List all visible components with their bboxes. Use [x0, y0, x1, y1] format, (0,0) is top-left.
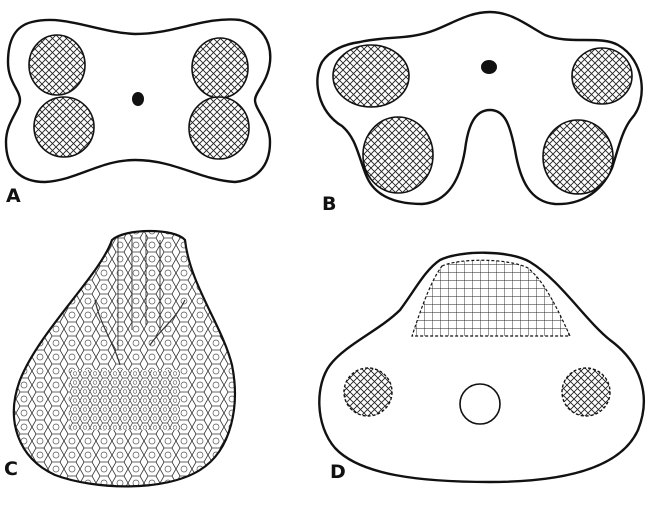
panel-d-label: D [330, 461, 346, 483]
central-canal [460, 384, 500, 424]
panel-b: B [317, 12, 641, 215]
vascular-bundle [192, 38, 248, 98]
vascular-bundle [333, 45, 409, 107]
vascular-bundle [562, 368, 610, 416]
vascular-bundle [34, 97, 94, 157]
central-dot [481, 60, 497, 74]
panel-b-label: B [322, 193, 336, 215]
vascular-bundle [29, 35, 85, 95]
panel-a-label: A [6, 185, 21, 207]
vascular-bundle [363, 117, 433, 193]
vascular-bundle [344, 368, 392, 416]
panel-c: C [0, 225, 250, 500]
panel-c-label: C [4, 458, 18, 480]
panel-d: D [319, 253, 644, 483]
panel-a: A [6, 19, 270, 207]
vascular-bundle [189, 97, 249, 159]
vascular-bundle [543, 120, 613, 194]
central-dot [132, 92, 144, 106]
vascular-bundle [572, 48, 632, 104]
